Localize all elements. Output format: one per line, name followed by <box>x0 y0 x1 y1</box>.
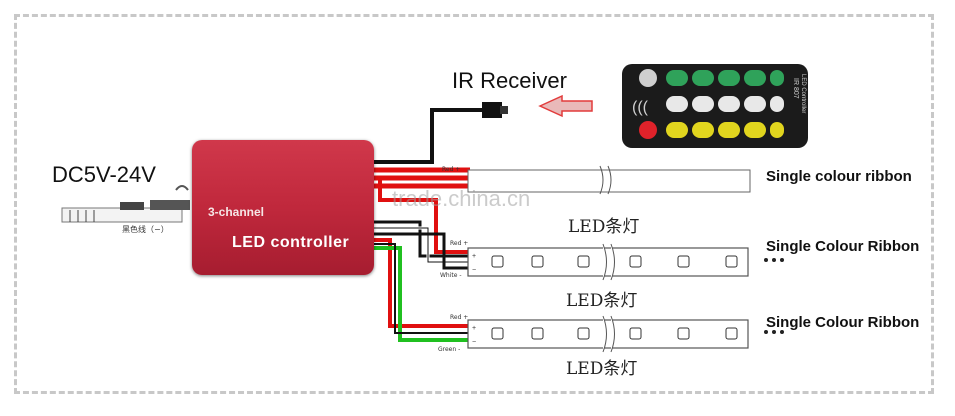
remote-green-row <box>666 70 784 86</box>
power-input-label: DC5V-24V <box>52 162 156 187</box>
led-chips-2 <box>491 255 738 268</box>
ribbon3-wire-pos: Red + <box>450 314 469 321</box>
ribbon2-wire-pos: Red + <box>450 240 469 247</box>
ribbon3-title: Single Colour Ribbon <box>766 314 920 331</box>
remote-brand-text: LED Controller <box>800 74 806 114</box>
ribbon1-title: Single colour ribbon <box>766 168 912 185</box>
ir-remote: ((( IR 807 LED Controller <box>622 64 808 148</box>
ribbon2-caption: LED条灯 <box>566 291 638 311</box>
dc-input-cable <box>61 185 190 223</box>
strip2-plus: + <box>472 253 476 260</box>
remote-signal-icon: ((( <box>632 99 649 116</box>
led-strip-3 <box>467 315 784 353</box>
ribbon3-wire-neg: Green - <box>438 346 461 353</box>
ribbon3-wires <box>374 238 470 342</box>
dashed-border <box>14 14 934 394</box>
ribbon2-wire-neg: White - <box>440 272 462 279</box>
ribbon3-caption: LED条灯 <box>566 359 638 379</box>
strip3-minus: − <box>472 339 476 346</box>
strip2-minus: − <box>472 267 476 274</box>
ribbon1-caption: LED条灯 <box>568 217 640 237</box>
led-controller-box <box>192 140 374 275</box>
remote-yellow-row <box>666 122 784 138</box>
remote-model-text: IR 807 <box>792 78 799 99</box>
ribbon1-wire-pos: Red + <box>442 166 461 173</box>
remote-power-icon <box>639 69 657 87</box>
ribbon2-wires <box>374 180 470 270</box>
remote-red-button <box>639 121 657 139</box>
controller-line1: 3-channel <box>208 205 265 219</box>
led-strip-1 <box>467 165 751 195</box>
led-strip-2 <box>467 243 784 281</box>
ribbon1-wires <box>374 167 470 189</box>
ir-receiver-wire <box>374 102 508 164</box>
ribbon2-title: Single Colour Ribbon <box>766 238 920 255</box>
led-chips-3 <box>491 327 738 340</box>
remote-white-row <box>666 96 784 112</box>
black-wire-label: 黑色线（−） <box>122 225 169 234</box>
controller-line2: LED controller <box>232 234 350 251</box>
watermark-text: trade.china.cn <box>392 186 531 211</box>
ir-receiver-label: IR Receiver <box>452 68 567 93</box>
ir-signal-arrow <box>538 94 593 118</box>
strip3-plus: + <box>472 325 476 332</box>
